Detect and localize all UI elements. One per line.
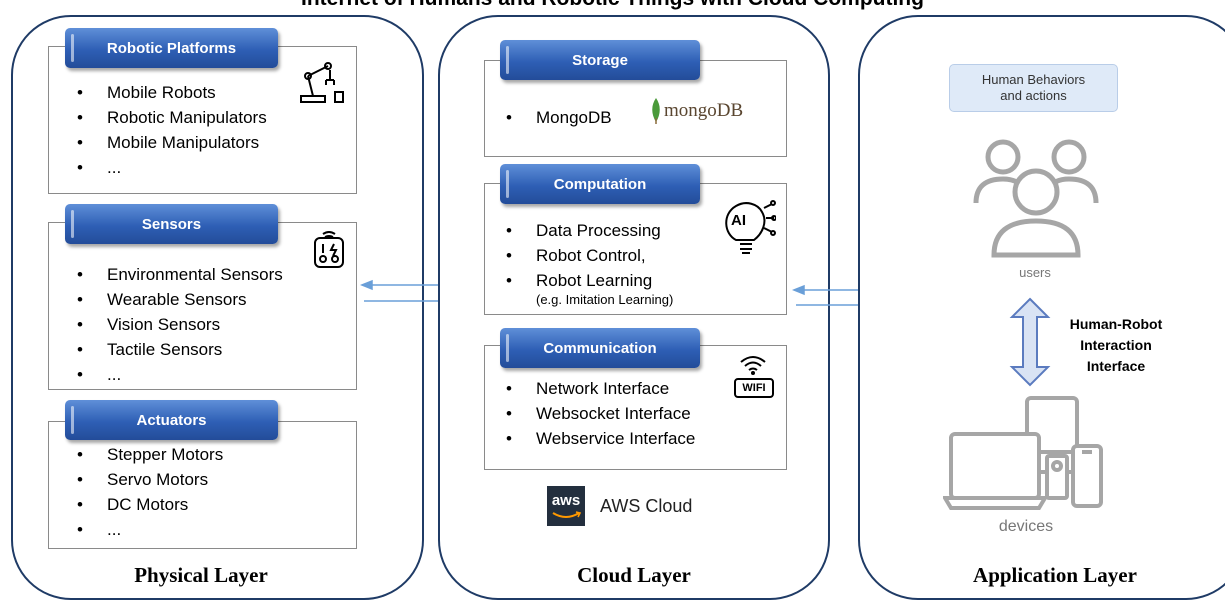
computation-list: Data ProcessingRobot Control,Robot Learn… <box>506 218 661 293</box>
robotic-platform-item: Robotic Manipulators <box>77 105 267 130</box>
storage-item: MongoDB <box>506 105 612 130</box>
robot-arm-icon <box>300 62 344 103</box>
aws-cloud-label: AWS Cloud <box>600 496 693 516</box>
storage-list: MongoDB <box>506 105 612 130</box>
communication-item: Websocket Interface <box>506 401 695 426</box>
robotic-platforms-list: Mobile RobotsRobotic ManipulatorsMobile … <box>77 80 267 180</box>
arrow-head-to-cloud-from-app <box>792 284 805 296</box>
application-layer-label: Application Layer <box>973 563 1137 587</box>
communication-item: Network Interface <box>506 376 695 401</box>
sensor-item: Vision Sensors <box>77 312 283 337</box>
sensor-item: Environmental Sensors <box>77 262 283 287</box>
actuator-item: Stepper Motors <box>77 442 223 467</box>
robotic-platforms-header-label: Robotic Platforms <box>106 39 237 57</box>
ai-brain-icon: AI <box>718 196 776 256</box>
actuators-header-label: Actuators <box>136 411 207 429</box>
computation-item: Robot Control, <box>506 243 661 268</box>
communication-header-label: Communication <box>543 339 657 357</box>
mongodb-logo-text: mongoDB <box>664 100 744 121</box>
storage-header: Storage <box>500 40 700 80</box>
mongodb-leaf-icon <box>652 98 660 124</box>
communication-list: Network InterfaceWebsocket InterfaceWebs… <box>506 376 695 451</box>
sensor-item: Tactile Sensors <box>77 337 283 362</box>
sensor-item: ... <box>77 362 283 387</box>
actuators-list: Stepper MotorsServo MotorsDC Motors... <box>77 442 223 542</box>
cloud-layer-label: Cloud Layer <box>577 563 691 587</box>
devices-label: devices <box>998 518 1054 535</box>
aws-logo: aws <box>547 486 585 526</box>
robotic-platform-item: Mobile Robots <box>77 80 267 105</box>
actuator-item: Servo Motors <box>77 467 223 492</box>
ai-icon-text: AI <box>731 212 746 229</box>
robotic-platforms-header: Robotic Platforms <box>65 28 278 68</box>
human-behaviors-box: Human Behaviors and actions <box>949 64 1118 112</box>
sensors-list: Environmental SensorsWearable SensorsVis… <box>77 262 283 387</box>
hri-label: Human-Robot Interaction Interface <box>1069 316 1163 374</box>
hri-double-arrow <box>1009 297 1051 387</box>
human-behaviors-label: Human Behaviors and actions <box>981 72 1086 103</box>
aws-logo-text: aws <box>551 492 581 509</box>
mongodb-logo: mongoDB <box>650 98 743 124</box>
users-icon <box>973 139 1099 258</box>
computation-item: Robot Learning <box>506 268 661 293</box>
aws-smile-icon <box>552 511 582 518</box>
wifi-icon-text: WIFI <box>734 378 774 398</box>
users-label: users <box>1019 265 1051 280</box>
actuators-header: Actuators <box>65 400 278 440</box>
diagram-title: Internet of Humans and Robotic Things wi… <box>0 0 1225 11</box>
computation-header: Computation <box>500 164 700 204</box>
robotic-platform-item: ... <box>77 155 267 180</box>
sensors-header: Sensors <box>65 204 278 244</box>
devices-icon <box>943 396 1103 510</box>
computation-item: Data Processing <box>506 218 661 243</box>
arrow-head-to-physical <box>360 279 373 291</box>
physical-layer-label: Physical Layer <box>134 563 268 587</box>
storage-header-label: Storage <box>572 51 628 69</box>
sensors-header-label: Sensors <box>141 215 202 233</box>
robotic-platform-item: Mobile Manipulators <box>77 130 267 155</box>
computation-note: (e.g. Imitation Learning) <box>536 292 674 307</box>
computation-header-label: Computation <box>553 175 647 193</box>
sensor-device-icon <box>314 231 344 268</box>
communication-item: Webservice Interface <box>506 426 695 451</box>
actuator-item: ... <box>77 517 223 542</box>
sensor-item: Wearable Sensors <box>77 287 283 312</box>
wifi-icon: WIFI <box>731 352 775 398</box>
communication-header: Communication <box>500 328 700 368</box>
actuator-item: DC Motors <box>77 492 223 517</box>
